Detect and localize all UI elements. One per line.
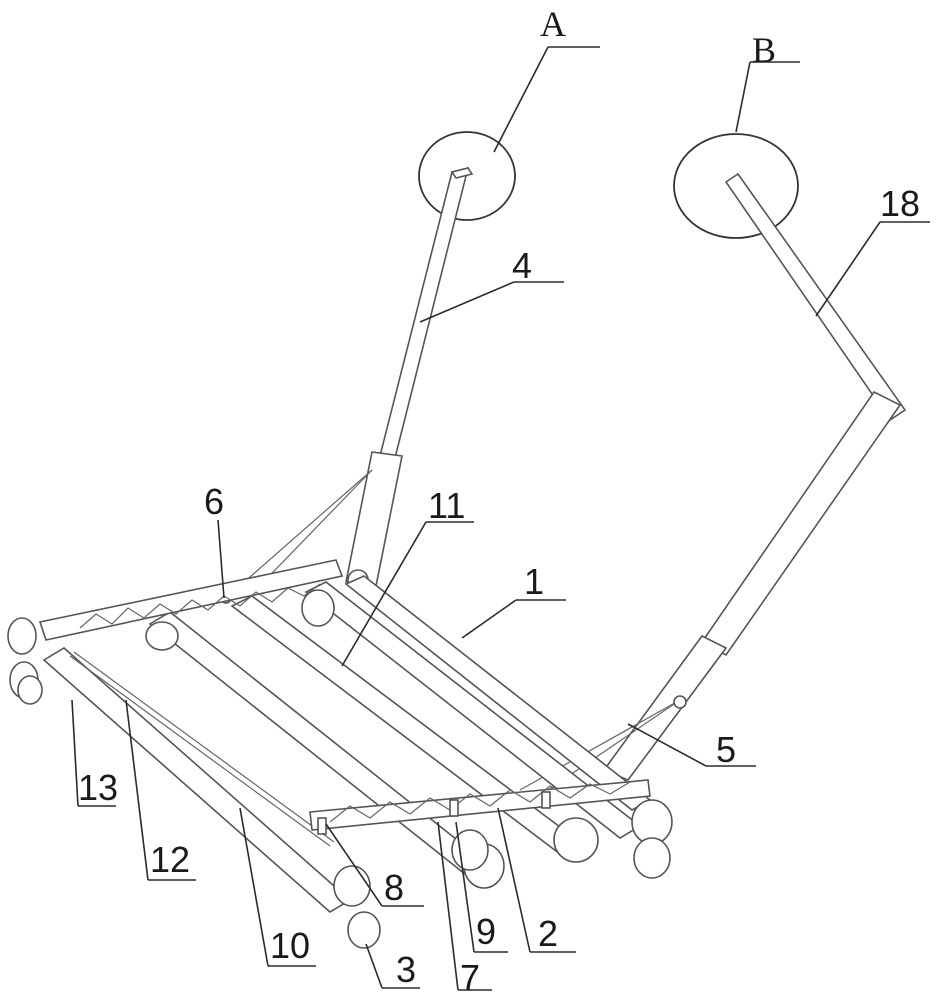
label-5: 5 — [716, 729, 736, 770]
label-a: A — [540, 4, 566, 44]
leader-lines — [71, 221, 930, 991]
label-3: 3 — [396, 949, 416, 990]
detail-circle-b — [673, 61, 800, 239]
label-12: 12 — [150, 839, 190, 880]
label-2: 2 — [538, 913, 558, 954]
roller-bars — [42, 575, 652, 913]
label-9: 9 — [476, 911, 496, 952]
label-1: 1 — [524, 561, 544, 602]
detail-circle-a — [418, 46, 600, 221]
bottom-frame — [309, 779, 651, 835]
wheels — [7, 589, 673, 949]
right-pole — [602, 172, 907, 781]
top-frame — [38, 559, 344, 641]
label-b: B — [752, 30, 776, 70]
label-10: 10 — [270, 925, 310, 966]
labels: A B 4 18 6 11 1 5 13 12 10 8 3 7 9 2 — [78, 4, 920, 998]
label-8: 8 — [384, 867, 404, 908]
left-pole — [345, 166, 474, 591]
label-11: 11 — [428, 485, 465, 526]
label-7: 7 — [460, 957, 480, 998]
label-18: 18 — [880, 183, 920, 224]
label-13: 13 — [78, 767, 118, 808]
label-6: 6 — [204, 481, 224, 522]
label-4: 4 — [512, 245, 532, 286]
